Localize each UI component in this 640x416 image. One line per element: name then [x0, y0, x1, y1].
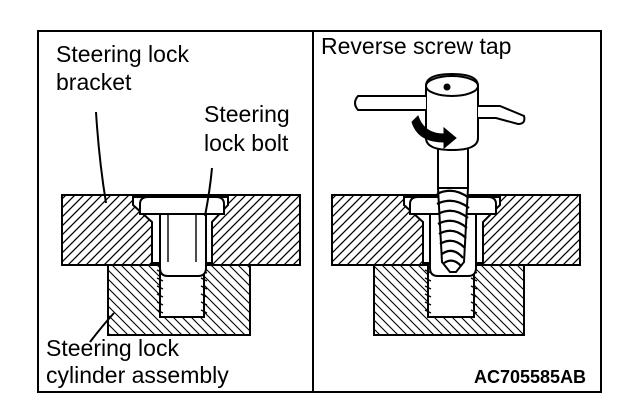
- bolt-shank-inner: [167, 214, 197, 262]
- label-bracket-line1: Steering lock: [56, 41, 189, 67]
- label-bracket-line2: bracket: [56, 69, 132, 95]
- leader-bracket: [95, 111, 107, 204]
- tap-handle-hole: [443, 83, 451, 91]
- label-cylinder-line1: Steering lock: [46, 335, 179, 361]
- leader-bolt: [204, 167, 213, 217]
- figure-code: AC705585AB: [474, 367, 586, 387]
- left-panel: Steering lock bracket Steering lock bolt…: [46, 41, 301, 388]
- label-bolt-line2: lock bolt: [204, 130, 289, 156]
- diagram-frame: [37, 30, 602, 393]
- label-cylinder-line2: cylinder assembly: [46, 362, 229, 388]
- right-panel: Reverse screw tap AC705585AB: [321, 33, 586, 387]
- label-bolt-line1: Steering: [204, 101, 290, 127]
- leader-cylinder: [89, 312, 115, 343]
- steering-lock-bolt: [139, 196, 225, 277]
- label-reverse-screw-tap: Reverse screw tap: [321, 33, 511, 59]
- rotation-direction-arrow: [411, 115, 457, 150]
- tap-thread-spiral: [436, 189, 470, 267]
- tap-handle-top: [425, 75, 479, 97]
- reverse-screw-tap-shank: [437, 145, 469, 189]
- tap-t-bar: [354, 95, 526, 126]
